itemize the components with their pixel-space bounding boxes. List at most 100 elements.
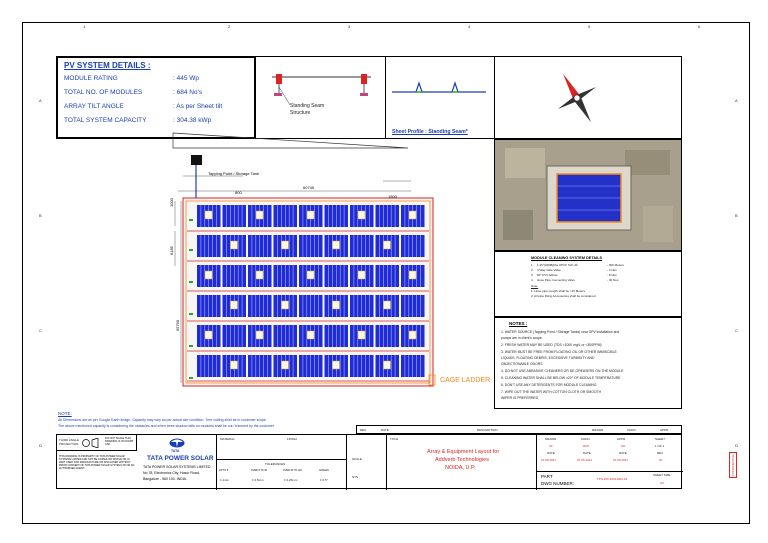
zone-marker-side: D xyxy=(735,443,738,448)
drawing-sheet: 1 2 3 4 5 6 A B C D A B C D PV SYSTEM DE… xyxy=(22,22,750,524)
notes-panel: NOTES : 1. WATER SOURCE (Tapping Point /… xyxy=(494,317,682,409)
structure-label: Standing Seam xyxy=(290,103,325,109)
sheet-profile-label: Sheet Profile : Standing Seam* xyxy=(392,129,468,135)
note-line: 3. WATER MUST BE FREE FROM FLOATING OIL … xyxy=(501,350,617,354)
projection-cell: THIRD ANGLE PROJECTION DO NOT SCALE THIS… xyxy=(57,435,137,451)
array-layout-drawing xyxy=(172,132,436,387)
roof-obstacle xyxy=(230,360,238,370)
bottom-note-line: The above mentioned capacity is consider… xyxy=(58,424,274,428)
cleaning-item-text: 3 Way Gate Valve xyxy=(537,268,561,272)
zone-marker-top: 6 xyxy=(698,24,701,29)
structure-label: Structure xyxy=(290,110,311,116)
cleaning-item-number: 1. xyxy=(531,263,534,267)
part-label: PART xyxy=(541,474,553,479)
roof-obstacle xyxy=(204,210,213,220)
roof-obstacle xyxy=(332,360,340,370)
tolerance-value: ± 0.5mm xyxy=(252,478,264,482)
dimension-total: 60740 xyxy=(303,185,315,190)
roof-obstacle xyxy=(204,270,213,280)
scale-cell: SCALE NTS xyxy=(347,435,387,490)
tolerance-value: ± 0.25mm xyxy=(284,478,298,482)
zone-marker-side: A xyxy=(735,98,738,103)
roof-obstacle xyxy=(255,330,264,340)
brand-name: TATA POWER SOLAR xyxy=(147,455,214,462)
company-address: Bangalore - 560 100. INDIA. xyxy=(143,477,187,481)
zone-marker-top: 1 xyxy=(83,24,86,29)
signoff-value: RKP xyxy=(583,444,590,448)
zone-marker-side: C xyxy=(39,328,42,333)
roof-obstacle xyxy=(255,210,264,220)
cleaning-item-text: Hose Pipe Connecting Valve xyxy=(537,278,575,282)
tolerance-header: OVER 6 TO 30 xyxy=(251,469,267,472)
pv-details-title: PV SYSTEM DETAILS : xyxy=(64,61,151,70)
company-cell: TATA TATA POWER SOLAR TATA POWER SOLAR S… xyxy=(137,435,217,490)
material-cell: MATERIAL FINISH TOLERANCES UP TO 6 OVER … xyxy=(217,435,347,490)
note-line: LIQUIDS, FLOATING DEBRIS, EXCESSIVE TURB… xyxy=(501,356,595,360)
revision-header-row: REV. DATE DESCRIPTION DRAWN CHKD. APPR. xyxy=(356,425,682,434)
cleaning-title: MODULE CLEANING SYSTEM DETAILS xyxy=(531,256,603,260)
cleaning-item-text: 90° PVC Elbow xyxy=(537,273,558,277)
dimension-vertical: 55790 xyxy=(175,319,180,331)
sheet-size-label: SHEET SIZE xyxy=(653,473,671,477)
cleaning-note-item: 2. All pipe fitting Accessories shall be… xyxy=(531,294,596,298)
date-value: 00 xyxy=(659,458,663,462)
tolerance-value: ± 1mm xyxy=(220,478,230,482)
array-layout-plan: Tapping Point / Storage Tank 60740 800 1… xyxy=(153,131,490,411)
zone-marker-top: 4 xyxy=(468,24,471,29)
roof-obstacle xyxy=(281,240,289,250)
property-text: THIS DRAWING IS PROPERTY OF TATA POWER S… xyxy=(59,455,135,470)
zone-marker-top: 5 xyxy=(588,24,591,29)
scale-value: NTS xyxy=(352,475,358,479)
company-name: TATA POWER SOLAR SYSTEMS LIMITED xyxy=(143,465,211,469)
tolerance-header: UP TO 6 xyxy=(219,469,229,472)
date-value: 07.05.2021 xyxy=(613,458,629,462)
roof-obstacle xyxy=(383,240,391,250)
roof-obstacle xyxy=(332,240,340,250)
dwg-number-label: DWG NUMBER: xyxy=(541,481,574,486)
dimension-vertical: 6185 xyxy=(169,246,174,255)
finish-label: FINISH xyxy=(287,437,297,441)
date-value: 07.05.2021 xyxy=(541,458,557,462)
tolerance-header: ANGLES xyxy=(319,469,329,472)
pv-row-value: : 304.38 kWp xyxy=(173,117,212,124)
dimension-left: 800 xyxy=(235,190,242,195)
note-line: 1. WATER SOURCE (Tapping Point / Storage… xyxy=(501,330,620,334)
cleaning-system-details: MODULE CLEANING SYSTEM DETAILS 1. 1.25"(… xyxy=(494,251,682,317)
tata-logo-icon xyxy=(169,438,185,448)
drawing-title: NOIDA, U.P. xyxy=(445,465,476,471)
bottom-note-line: All Dimensions are as per Google Earth I… xyxy=(58,418,266,422)
bottom-note: NOTE: All Dimensions are as per Google E… xyxy=(56,410,356,432)
roof-obstacle xyxy=(357,330,366,340)
roof-obstacle xyxy=(306,270,315,280)
roof-obstacle xyxy=(306,210,315,220)
title-label: TITLE xyxy=(390,437,399,441)
note-line: OBJECTIONABLE ODORS xyxy=(501,362,543,366)
signoff-value: SG xyxy=(621,444,626,448)
date-header: DATE xyxy=(583,451,591,455)
signoff-value: AF xyxy=(549,444,553,448)
bottom-note-label: NOTE: xyxy=(58,411,72,416)
dwg-number-value: TPS-INX-1061-B04-01 xyxy=(597,477,628,481)
roof-obstacle xyxy=(230,300,238,310)
note-line: 2. FRESH WATER MAY BE USED (TDS <1000 mg… xyxy=(501,343,602,347)
cleaning-item-text: 1.25"(32NB)Dia UPVC Sch-40 xyxy=(537,263,578,267)
cleaning-item-qty: - 4 Nos xyxy=(607,268,617,272)
date-header: REV. xyxy=(657,451,664,455)
roof-obstacle xyxy=(383,300,391,310)
sheet-profile-detail: Sheet Profile : Standing Seam* xyxy=(385,56,495,139)
roof-obstacle xyxy=(408,270,417,280)
pv-row-label: TOTAL NO. OF MODULES xyxy=(64,89,143,96)
date-value: 07.05.2021 xyxy=(577,458,593,462)
projection-symbol-icon xyxy=(82,438,99,448)
satellite-image xyxy=(495,140,681,250)
roof-obstacle xyxy=(357,210,366,220)
note-line: WIPER IS PREFERRED xyxy=(501,396,539,400)
date-header: DATE xyxy=(547,451,555,455)
drawing-title: Addverb Technologies xyxy=(435,457,490,463)
cleaning-item-qty: - 8 Nos xyxy=(607,273,617,277)
rev-header: DRAWN xyxy=(592,428,604,432)
cleaning-item-number: 4. xyxy=(531,278,534,282)
third-angle-label: THIRD ANGLE PROJECTION xyxy=(59,438,80,446)
roof-obstacle xyxy=(281,360,289,370)
zone-marker-side: D xyxy=(39,443,42,448)
